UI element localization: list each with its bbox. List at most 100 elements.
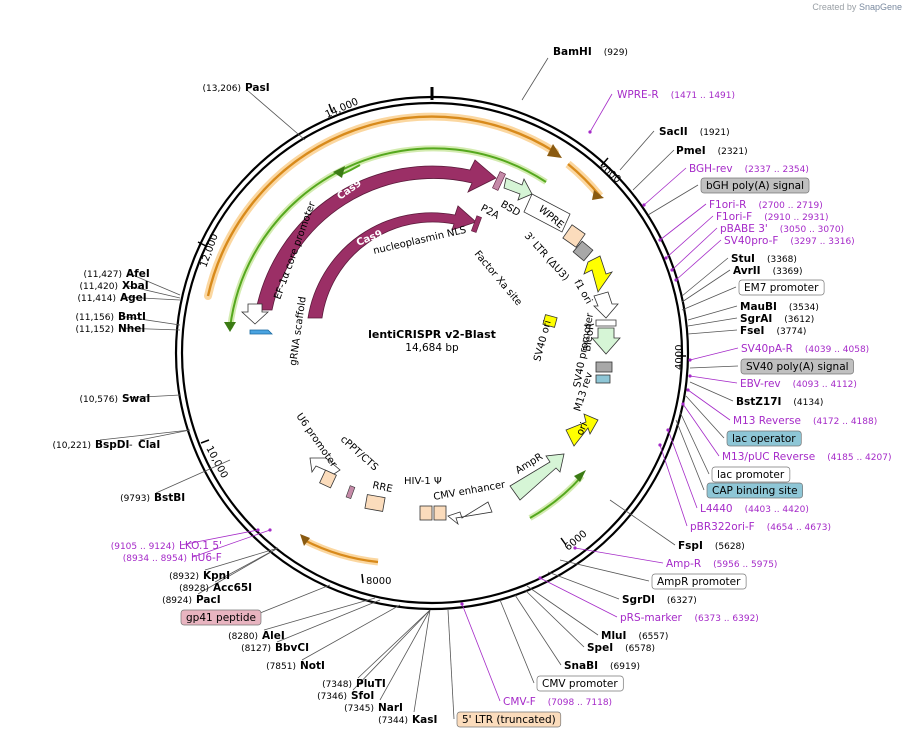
leader-sfoi <box>352 609 431 691</box>
site-acc65i[interactable]: Acc65I(8928) <box>179 582 252 594</box>
site-name-pbr322ori-f: pBR322ori-F <box>690 521 755 533</box>
site-sgrai[interactable]: SgrAI(3612) <box>740 313 814 325</box>
leader-nhei <box>119 327 181 331</box>
site-nari[interactable]: NarI(7345) <box>344 702 403 714</box>
site-avrii[interactable]: AvrII(3369) <box>733 265 803 277</box>
site-clai[interactable]: ClaI- <box>129 439 160 451</box>
site-m13-reverse[interactable]: M13 Reverse(4172 .. 4188) <box>733 415 877 427</box>
site-sfoi[interactable]: SfoI(7346) <box>317 690 374 702</box>
site-lac-operator[interactable]: lac operator <box>726 430 802 447</box>
box-ampr-promoter <box>651 573 747 590</box>
site-cmv-f[interactable]: CMV-F(7098 .. 7118) <box>503 696 612 708</box>
feature-cas9-inner: Cas9 <box>307 205 477 319</box>
site-m13-puc-rev[interactable]: M13/pUC Reverse(4185 .. 4207) <box>722 451 891 463</box>
primer-dot-m13-puc-rev <box>681 402 685 406</box>
site-fsei[interactable]: FseI(3774) <box>740 325 806 337</box>
site-bstbi[interactable]: BstBI(9793) <box>120 492 185 504</box>
primer-dot-amp-r <box>573 546 577 550</box>
site-alei[interactable]: AleI(8280) <box>228 630 285 642</box>
site-cmv-promoter[interactable]: CMV promoter <box>536 675 624 692</box>
site-bgh-rev[interactable]: BGH-rev(2337 .. 2354) <box>689 163 809 175</box>
box-sv40-polya <box>740 358 854 375</box>
site-f1ori-f[interactable]: F1ori-F(2910 .. 2931) <box>716 211 829 223</box>
site-bmti[interactable]: BmtI(11,156) <box>75 311 145 323</box>
box-label-lac-operator: lac operator <box>732 433 796 445</box>
site-bspdi[interactable]: BspDI(10,221) <box>52 439 129 451</box>
site-name-pbabe3: pBABE 3' <box>720 223 768 235</box>
site-sv40-polya[interactable]: SV40 poly(A) signal <box>740 358 854 375</box>
site-spei[interactable]: SpeI(6578) <box>587 642 655 654</box>
site-pluti[interactable]: PluTI(7348) <box>322 678 386 690</box>
site-ltr-trunc[interactable]: 5' LTR (truncated) <box>456 711 562 728</box>
site-gp41[interactable]: gp41 peptide <box>180 609 262 626</box>
site-mlui[interactable]: MluI(6557) <box>601 630 668 642</box>
site-amp-r[interactable]: Amp-R(5956 .. 5975) <box>666 558 777 570</box>
leader-avrii <box>681 269 731 303</box>
site-em7[interactable]: EM7 promoter <box>738 279 825 296</box>
primer-dot-pbabe3 <box>670 268 674 272</box>
site-f1ori-r[interactable]: F1ori-R(2700 .. 2719) <box>709 199 823 211</box>
lac-box <box>595 374 611 384</box>
site-pos-pbabe3: (3050 .. 3070) <box>780 225 844 235</box>
site-bgh-polya[interactable]: bGH poly(A) signal <box>700 177 810 194</box>
site-sv40pro-f[interactable]: SV40pro-F(3297 .. 3316) <box>724 235 855 247</box>
site-pbabe3[interactable]: pBABE 3' (3050 .. 3070) <box>720 223 844 235</box>
leader-clai <box>139 429 191 441</box>
site-pos-pluti: (7348) <box>322 680 352 690</box>
site-pasi[interactable]: PasI(13,206) <box>202 82 269 94</box>
site-lko1-5[interactable]: LKO.1 5'(9105 .. 9124) <box>111 540 222 552</box>
site-kpni[interactable]: KpnI(8932) <box>169 570 230 582</box>
site-sacii[interactable]: SacII(1921) <box>659 126 730 138</box>
site-kasi[interactable]: KasI(7344) <box>378 714 437 726</box>
site-wpre-r[interactable]: WPRE-R(1471 .. 1491) <box>617 89 735 101</box>
site-afei[interactable]: AfeI(11,427) <box>83 268 149 280</box>
site-cap-site[interactable]: CAP binding site <box>706 482 803 499</box>
site-lac-promoter[interactable]: lac promoter <box>711 466 791 483</box>
primer-dot-sv40pro-f <box>674 278 678 282</box>
leader-alei <box>263 597 376 631</box>
site-ampr-promoter[interactable]: AmpR promoter <box>651 573 747 590</box>
site-hu6-f[interactable]: hU6-F(8934 .. 8954) <box>123 552 222 564</box>
site-sgrdi[interactable]: SgrDI(6327) <box>622 594 697 606</box>
site-noti[interactable]: NotI(7851) <box>266 660 325 672</box>
site-pos-lko1-5: (9105 .. 9124) <box>111 542 175 552</box>
site-maubi[interactable]: MauBI(3534) <box>740 301 819 313</box>
site-agei[interactable]: AgeI(11,414) <box>77 292 146 304</box>
box-label-ampr-promoter: AmpR promoter <box>657 576 741 588</box>
site-bbvci[interactable]: BbvCI(8127) <box>241 642 309 654</box>
site-prs-marker[interactable]: pRS-marker(6373 .. 6392) <box>620 612 759 624</box>
site-paci[interactable]: PacI(8924) <box>162 594 221 606</box>
ltr3-box <box>562 224 586 248</box>
tick-label-4000: 4000 <box>674 345 685 370</box>
site-name-hu6-f: hU6-F <box>191 552 222 564</box>
site-bamhi[interactable]: BamHI(929) <box>553 46 628 58</box>
leader-bspdi <box>99 429 191 441</box>
hiv-box-2 <box>433 505 447 521</box>
site-nhei[interactable]: NheI(11,152) <box>75 323 145 335</box>
leader-spei <box>524 589 585 648</box>
primer-dot-bgh-rev <box>642 203 646 207</box>
site-l4440[interactable]: L4440(4403 .. 4420) <box>700 503 809 515</box>
site-bstz17i[interactable]: BstZ17I(4134) <box>736 396 823 408</box>
site-pbr322ori-f[interactable]: pBR322ori-F(4654 .. 4673) <box>690 521 831 533</box>
primer-dot-prs-marker <box>538 576 542 580</box>
site-pos-sv40pro-f: (3297 .. 3316) <box>790 237 854 247</box>
box-ltr-trunc <box>456 711 562 728</box>
f1ori-arrow-icon <box>583 255 614 293</box>
site-swai[interactable]: SwaI(10,576) <box>79 393 150 405</box>
box-label-em7: EM7 promoter <box>744 282 819 294</box>
site-fspi[interactable]: FspI(5628) <box>678 540 745 552</box>
site-sv40pa-r[interactable]: SV40pA-R(4039 .. 4058) <box>741 343 869 355</box>
cppt-box <box>345 485 356 500</box>
site-stui[interactable]: StuI(3368) <box>731 253 797 265</box>
box-label-ltr-trunc: 5' LTR (truncated) <box>462 714 556 726</box>
primer-dot-m13-reverse <box>686 388 690 392</box>
site-pos-l4440: (4403 .. 4420) <box>745 505 809 515</box>
site-snabi[interactable]: SnaBI(6919) <box>564 660 640 672</box>
site-ebv-rev[interactable]: EBV-rev(4093 .. 4112) <box>740 378 857 390</box>
site-name-sgrdi: SgrDI <box>622 594 655 606</box>
leader-bbvci <box>276 599 381 643</box>
site-xbai[interactable]: XbaI(11,420) <box>79 280 148 292</box>
site-pos-alei: (8280) <box>228 632 258 642</box>
site-pmei[interactable]: PmeI(2321) <box>676 145 748 157</box>
